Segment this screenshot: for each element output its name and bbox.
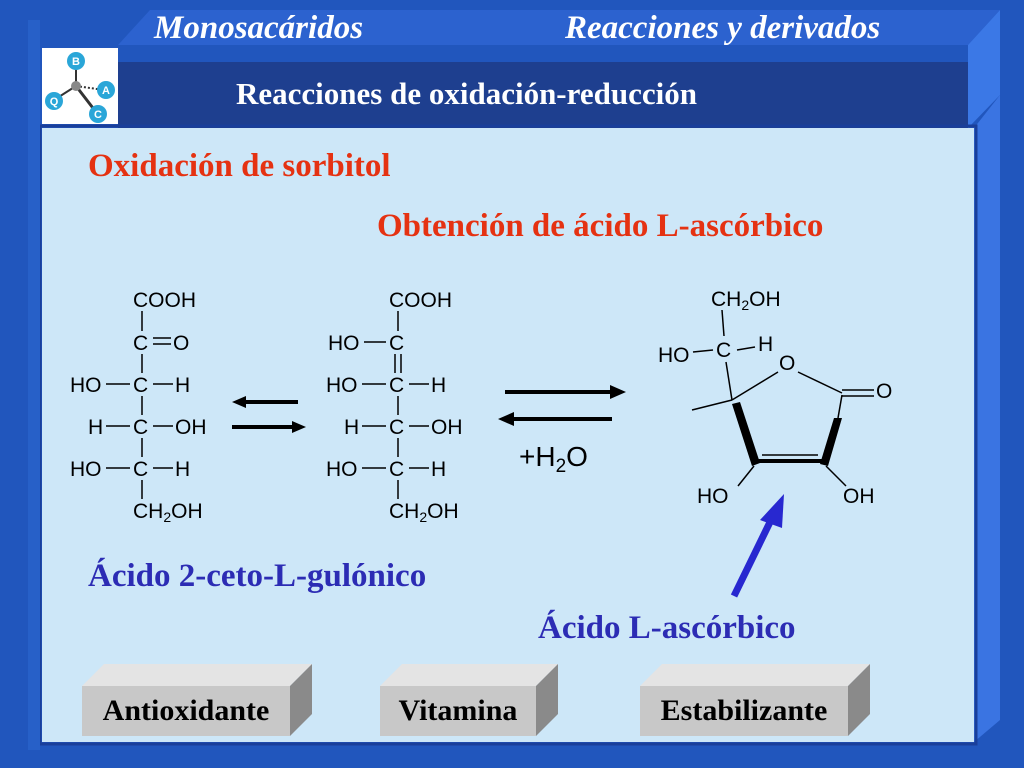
header-right-title: Reacciones y derivados [565, 10, 881, 46]
svg-text:HO: HO [326, 374, 358, 397]
svg-text:H: H [431, 458, 446, 481]
svg-text:C: C [133, 416, 148, 439]
svg-text:O: O [173, 332, 189, 355]
svg-text:HO: HO [326, 458, 358, 481]
svg-text:C: C [389, 332, 404, 355]
svg-text:OH: OH [431, 416, 463, 439]
logo: B A C Q [42, 48, 118, 124]
svg-text:OH: OH [175, 416, 207, 439]
svg-text:O: O [876, 380, 892, 403]
vitamin-button-label: Vitamina [398, 694, 518, 727]
svg-text:C: C [133, 332, 148, 355]
svg-text:CH2OH: CH2OH [389, 500, 459, 525]
content-panel [42, 128, 974, 742]
molecule-logo-icon: B A C Q [45, 52, 115, 123]
heading-oxidation-sorbitol: Oxidación de sorbitol [88, 148, 391, 184]
page-subtitle: Reacciones de oxidación-reducción [236, 76, 697, 111]
svg-text:C: C [133, 374, 148, 397]
logo-letter-c: C [94, 109, 102, 121]
header-left-title: Monosacáridos [154, 10, 364, 46]
equilibrium-arrows-icon [232, 396, 306, 433]
svg-text:OH: OH [843, 485, 875, 508]
svg-text:H: H [175, 458, 190, 481]
svg-text:H: H [88, 416, 103, 439]
reaction-arrows-icon [498, 385, 626, 426]
stabilizer-button[interactable]: Estabilizante [640, 686, 848, 736]
svg-text:COOH: COOH [389, 289, 452, 312]
svg-text:HO: HO [70, 458, 102, 481]
svg-text:CH2OH: CH2OH [711, 288, 781, 313]
label-ascorbic-acid: Ácido L-ascórbico [538, 610, 796, 646]
svg-text:O: O [779, 352, 795, 375]
water-label: +H2O [519, 441, 588, 477]
logo-letter-b: B [72, 56, 80, 68]
svg-text:C: C [389, 458, 404, 481]
svg-text:HO: HO [70, 374, 102, 397]
svg-text:HO: HO [658, 344, 690, 367]
molecule-enediol-intermediate: COOH HO C HO C H H C OH HO C H CH2OH [326, 289, 463, 525]
logo-letter-a: A [102, 85, 110, 97]
svg-text:C: C [133, 458, 148, 481]
vitamin-button[interactable]: Vitamina [380, 686, 536, 736]
svg-text:H: H [758, 333, 773, 356]
svg-text:C: C [716, 339, 731, 362]
antioxidant-button[interactable]: Antioxidante [82, 686, 290, 736]
label-2-keto-gulonic-acid: Ácido 2-ceto-L-gulónico [88, 558, 427, 594]
svg-text:COOH: COOH [133, 289, 196, 312]
svg-text:HO: HO [697, 485, 729, 508]
heading-ascorbic-acid-production: Obtención de ácido L-ascórbico [377, 208, 824, 244]
stabilizer-button-label: Estabilizante [660, 694, 828, 727]
molecule-ascorbic-acid: CH2OH HO C H O O HO OH [658, 288, 892, 508]
svg-text:CH2OH: CH2OH [133, 500, 203, 525]
svg-text:C: C [389, 416, 404, 439]
svg-text:C: C [389, 374, 404, 397]
svg-text:HO: HO [328, 332, 360, 355]
logo-letter-q: Q [50, 96, 59, 108]
molecule-2-keto-gulonic-acid: COOH C O HO C H H C OH HO C H CH2OH [70, 289, 207, 525]
blue-pointer-arrow-icon [730, 494, 784, 598]
antioxidant-button-label: Antioxidante [102, 694, 270, 727]
svg-text:H: H [344, 416, 359, 439]
svg-text:H: H [431, 374, 446, 397]
svg-text:H: H [175, 374, 190, 397]
